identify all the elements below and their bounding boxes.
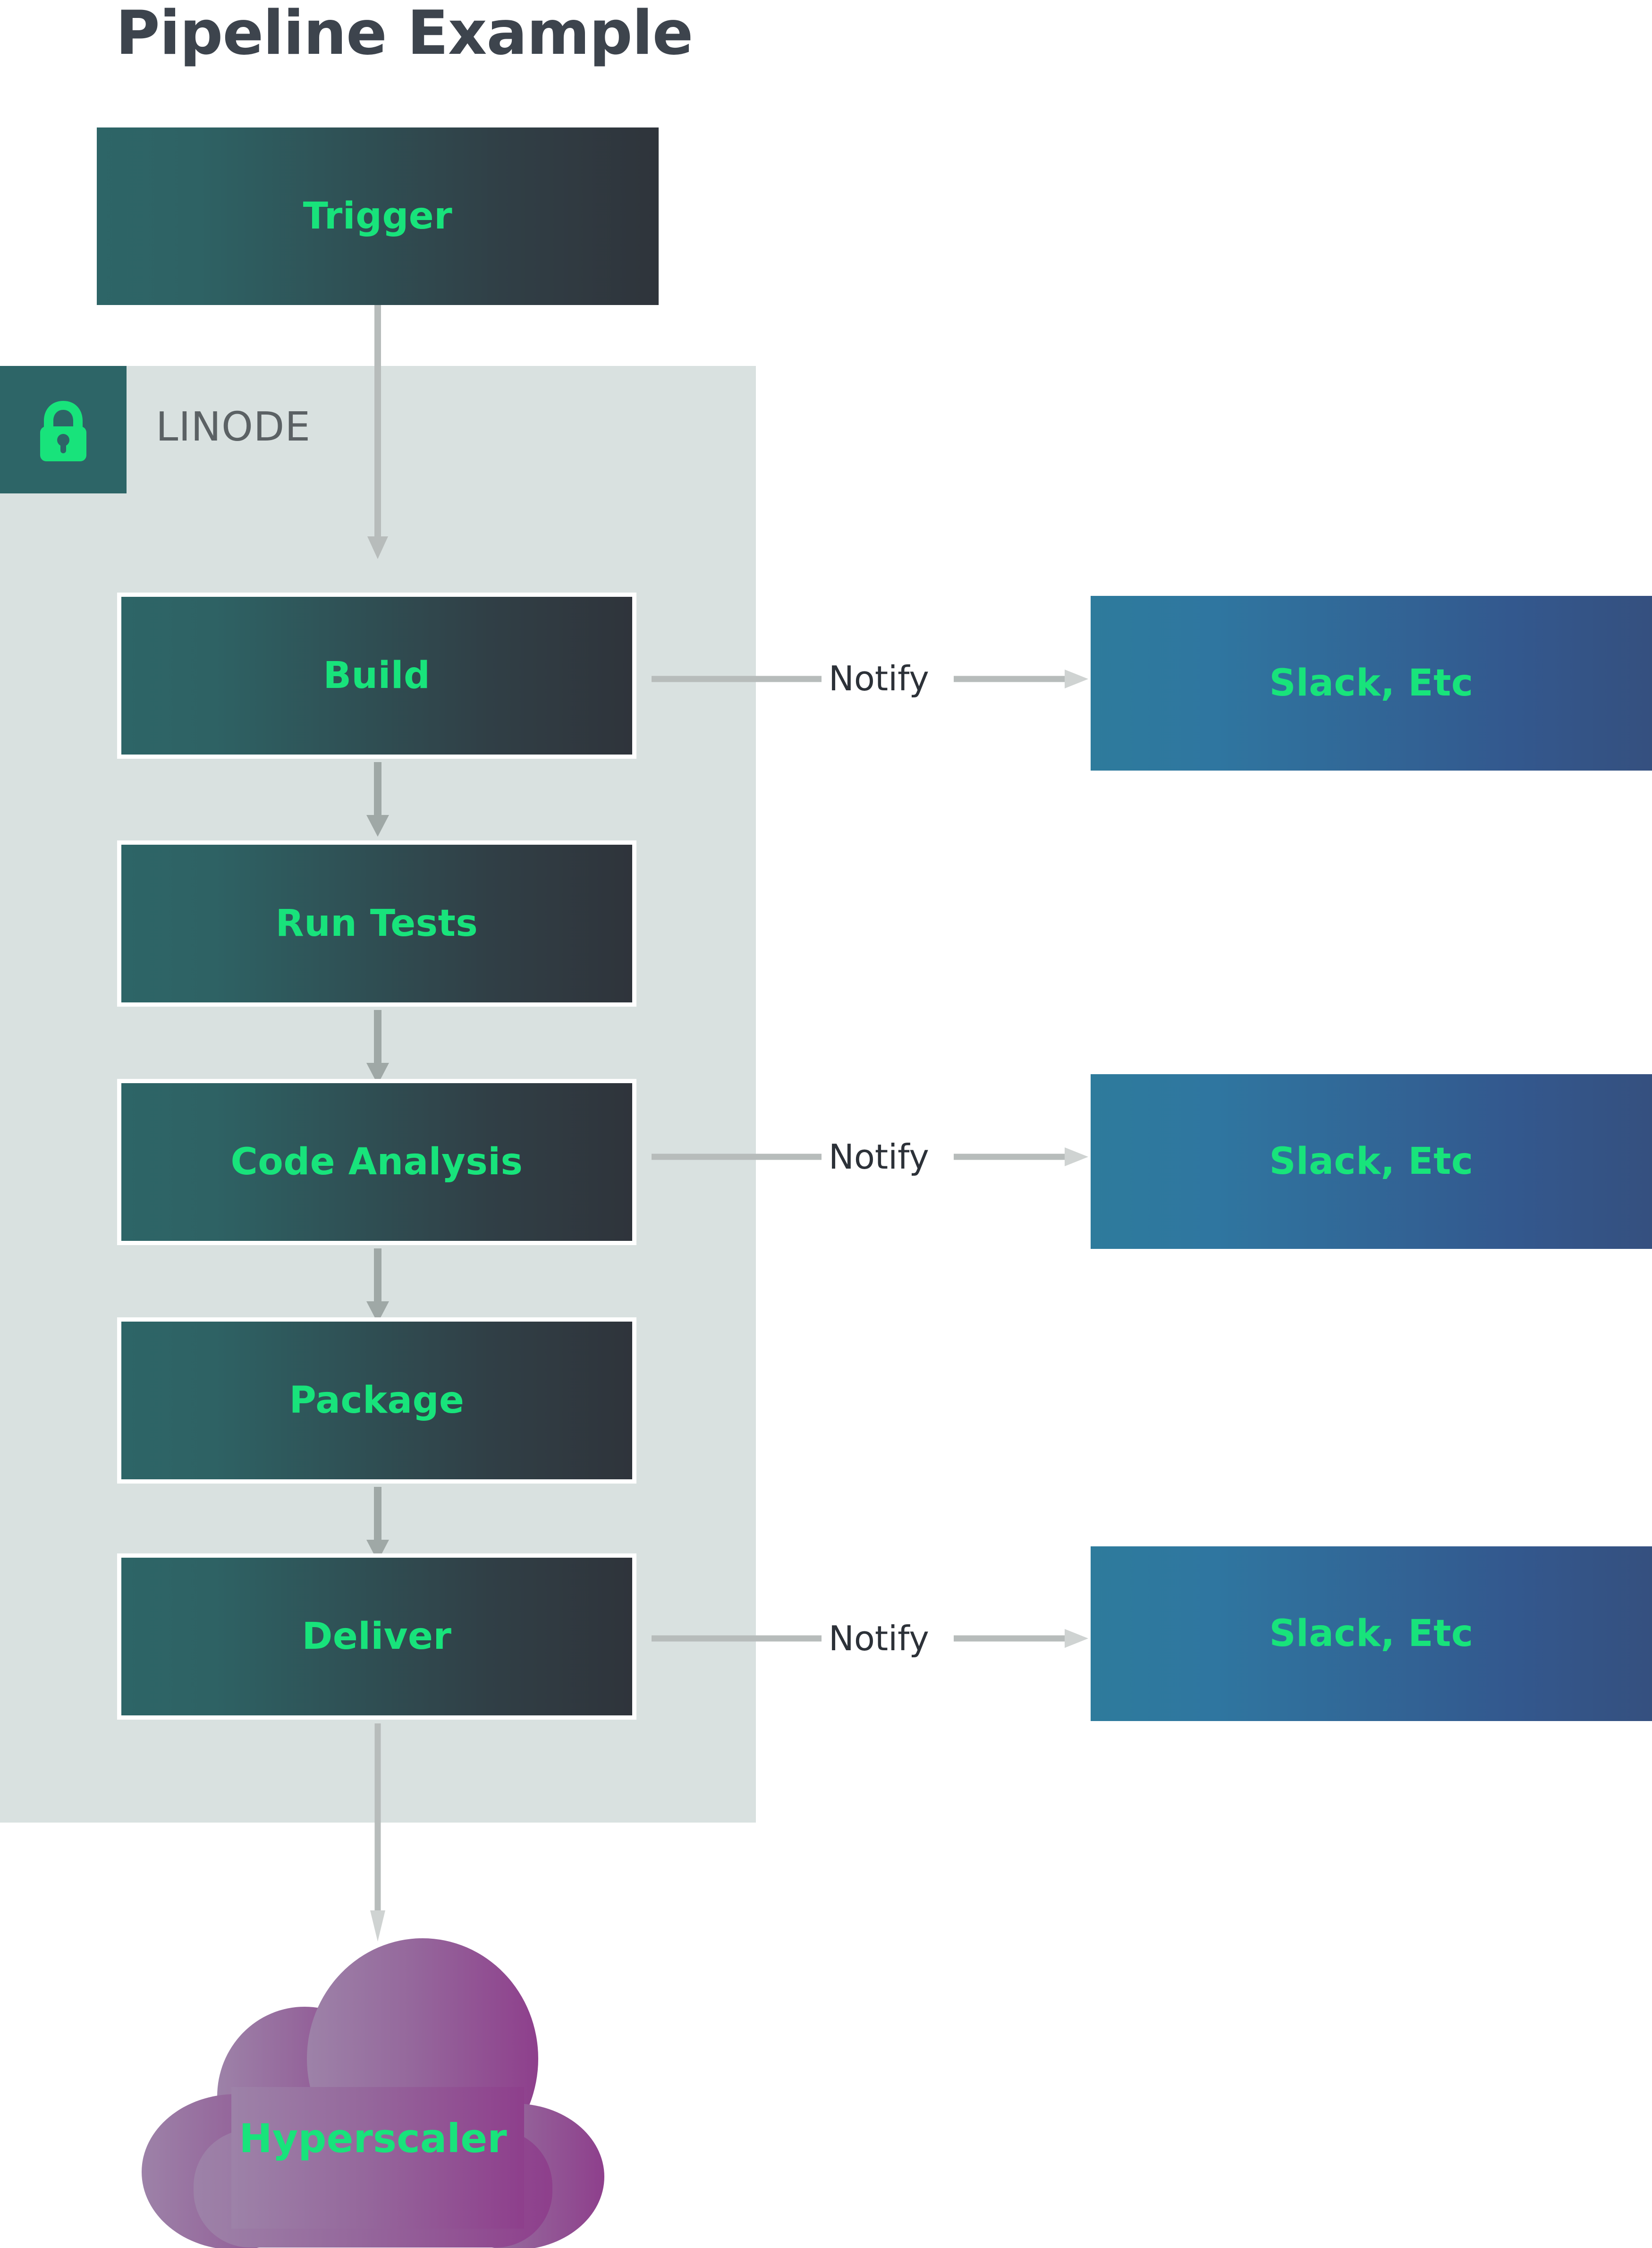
edge-label-notify-3: Notify — [829, 1619, 929, 1658]
arrow-deliver-to-hyperscaler — [370, 1723, 385, 1942]
arrow-code-analysis-to-package — [366, 1248, 389, 1323]
node-deliver-label: Deliver — [302, 1615, 452, 1658]
arrow-deliver-to-slack — [652, 1629, 1088, 1648]
page-title: Pipeline Example — [116, 0, 693, 68]
linode-lock-badge — [0, 366, 127, 493]
node-code-analysis[interactable]: Code Analysis — [117, 1079, 636, 1245]
arrow-run-tests-to-code-analysis — [366, 1010, 389, 1085]
node-slack-3[interactable]: Slack, Etc — [1091, 1546, 1652, 1721]
node-slack-2-label: Slack, Etc — [1269, 1140, 1474, 1183]
node-run-tests[interactable]: Run Tests — [117, 840, 636, 1007]
node-trigger[interactable]: Trigger — [97, 127, 659, 305]
lock-icon — [40, 401, 86, 461]
node-build[interactable]: Build — [117, 593, 636, 759]
node-hyperscaler-label: Hyperscaler — [239, 2115, 507, 2162]
node-build-fill — [121, 597, 632, 755]
node-deliver[interactable]: Deliver — [117, 1553, 636, 1720]
linode-group-label: LINODE — [156, 404, 311, 450]
node-slack-1-label: Slack, Etc — [1269, 662, 1474, 704]
node-package[interactable]: Package — [117, 1317, 636, 1484]
node-deliver-fill — [121, 1558, 632, 1715]
edge-label-notify-1: Notify — [829, 659, 929, 698]
node-slack-3-label: Slack, Etc — [1269, 1612, 1474, 1655]
node-slack-2[interactable]: Slack, Etc — [1091, 1074, 1652, 1249]
node-trigger-label: Trigger — [303, 195, 453, 238]
arrow-build-to-run-tests — [366, 762, 389, 837]
arrow-package-to-deliver — [366, 1487, 389, 1561]
node-code-analysis-fill — [121, 1083, 632, 1241]
node-code-analysis-label: Code Analysis — [230, 1141, 523, 1183]
arrow-code-analysis-to-slack — [652, 1147, 1088, 1166]
edge-label-notify-2: Notify — [829, 1137, 929, 1177]
node-build-label: Build — [323, 654, 431, 697]
node-slack-1[interactable]: Slack, Etc — [1091, 596, 1652, 771]
arrow-build-to-slack — [652, 670, 1088, 688]
node-hyperscaler-cloud[interactable] — [142, 1931, 604, 2248]
node-package-fill — [121, 1322, 632, 1479]
arrow-trigger-to-build — [367, 305, 388, 559]
node-run-tests-fill — [121, 845, 632, 1002]
node-package-label: Package — [289, 1379, 465, 1422]
node-run-tests-label: Run Tests — [275, 902, 478, 945]
